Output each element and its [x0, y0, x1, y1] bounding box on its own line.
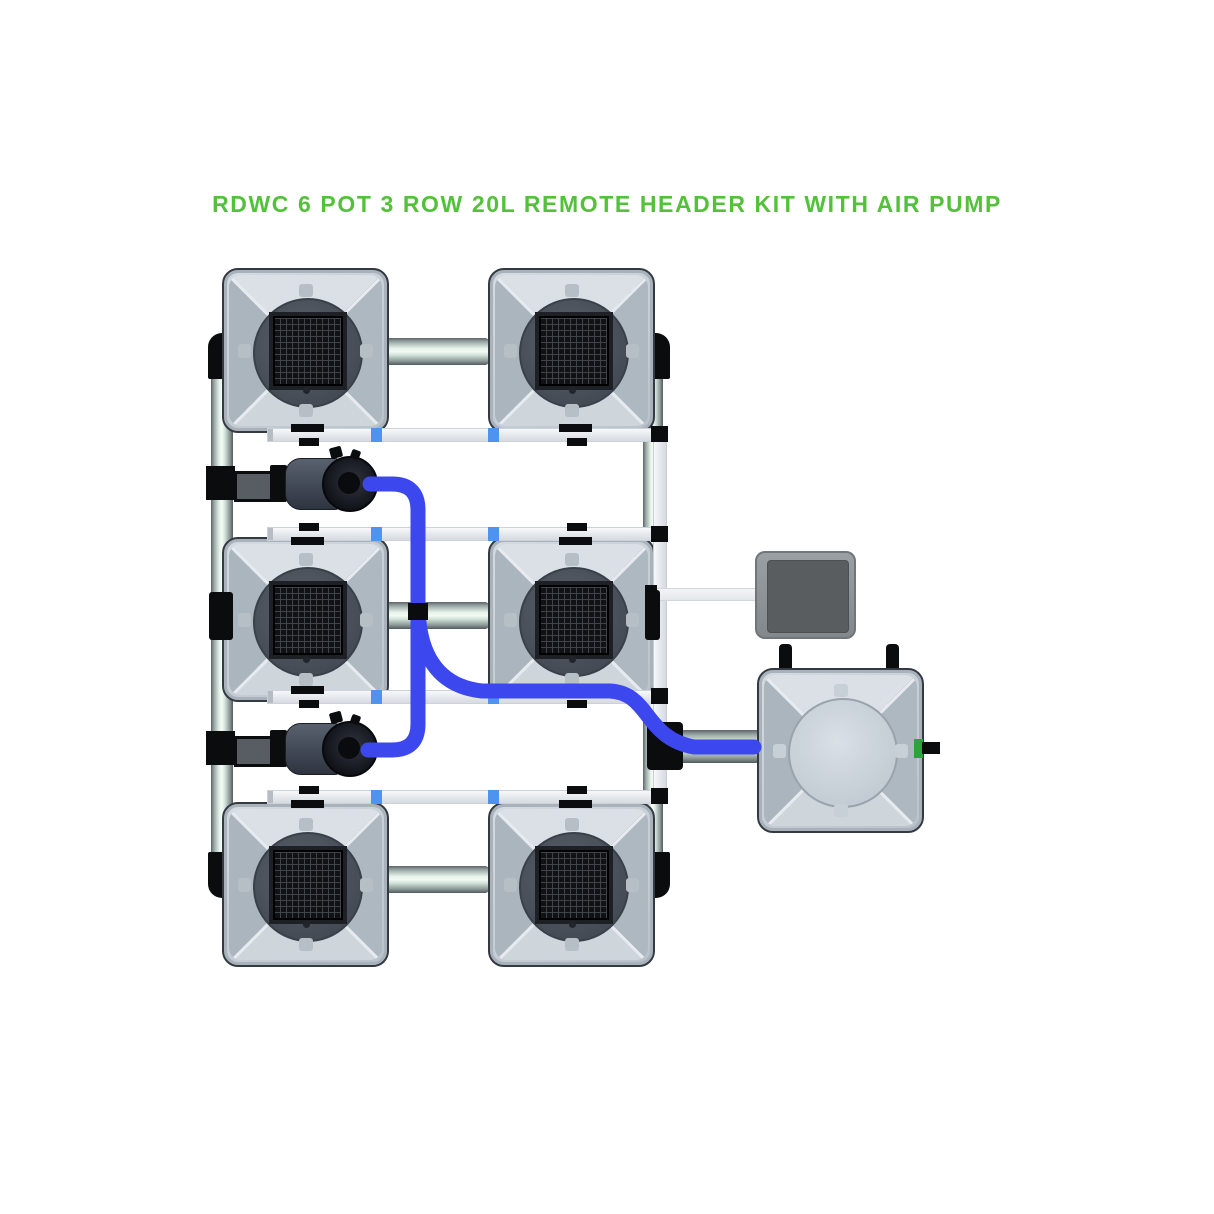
pipe-clip: [291, 686, 324, 694]
lid-tab: [238, 343, 251, 358]
lid-tab: [504, 343, 517, 358]
pump1-rail-tee-fitting: [206, 466, 235, 500]
drain-valve-spigot: [922, 742, 940, 754]
remote-header-tank: [757, 668, 924, 833]
lid-tab: [298, 818, 313, 831]
lid-tab: [626, 343, 639, 358]
lid-tab: [238, 877, 251, 892]
lid-tab: [564, 284, 579, 297]
pipe-clip: [291, 800, 324, 808]
lid-tab: [833, 804, 848, 817]
pipe-clip: [567, 700, 587, 708]
pipe-union-band: [371, 690, 382, 704]
grow-pot-2: [488, 268, 655, 433]
row2-pot-link-pipe: [383, 602, 489, 629]
mesh-basket: [272, 315, 343, 386]
mesh-basket: [538, 315, 609, 386]
lid-tab: [504, 877, 517, 892]
header-tank-port-post: [779, 644, 792, 670]
grow-pot-6: [488, 802, 655, 967]
lid-tab: [895, 743, 908, 758]
pipe-union-band: [488, 790, 499, 804]
diagram-title: RDWC 6 POT 3 ROW 20L REMOTE HEADER KIT W…: [212, 191, 1002, 217]
lid-tab: [564, 553, 579, 566]
lid-tab: [564, 673, 579, 686]
header-tank-lid: [787, 697, 898, 808]
pump2-rail-tee-fitting: [206, 731, 235, 765]
lid-tab: [564, 938, 579, 951]
pipe-clip: [559, 537, 592, 545]
pipe-clip: [299, 786, 319, 794]
lid-tab: [298, 284, 313, 297]
mesh-basket: [272, 849, 343, 920]
pipe-clip: [299, 700, 319, 708]
row1-pot-link-pipe: [383, 338, 489, 365]
lid-tab: [504, 612, 517, 627]
lid-plug: [302, 655, 310, 663]
lid-tab: [298, 404, 313, 417]
pipe-clip: [567, 523, 587, 531]
mesh-basket: [538, 584, 609, 655]
pipe-clip: [559, 424, 592, 432]
lid-plug: [568, 655, 576, 663]
riser-junction-fitting: [651, 688, 668, 704]
lid-tab: [238, 612, 251, 627]
lid-plug: [568, 920, 576, 928]
grow-pot-4: [488, 537, 655, 702]
air-pump-faceplate: [767, 560, 849, 633]
pipe-clip: [291, 424, 324, 432]
mesh-basket: [272, 584, 343, 655]
lid-tab: [360, 612, 373, 627]
riser-junction-fitting: [651, 426, 668, 442]
tube-cross-clamp: [408, 603, 428, 620]
pipe-clip: [299, 438, 319, 446]
drain-valve-green-fitting: [914, 739, 923, 758]
lid-tab: [626, 612, 639, 627]
pump2-collar-fitting: [270, 730, 287, 767]
pipe-union-band: [488, 527, 499, 541]
pipe-union-band: [371, 790, 382, 804]
lid-tab: [564, 404, 579, 417]
lid-tab: [564, 818, 579, 831]
pipe-clip: [559, 800, 592, 808]
lid-tab: [773, 743, 786, 758]
header-tank-port-post: [886, 644, 899, 670]
air-line-fitting: [645, 585, 657, 604]
riser-junction-fitting: [651, 526, 668, 542]
pipe-clip: [567, 438, 587, 446]
pipe-union-band: [371, 428, 382, 442]
pipe-clip: [567, 786, 587, 794]
lid-tab: [833, 684, 848, 697]
left-row2-connector-fitting: [209, 592, 233, 640]
grow-pot-3: [222, 537, 389, 702]
lid-plug: [568, 386, 576, 394]
pump-tube-to-header: [410, 596, 762, 755]
pipe-clip: [299, 523, 319, 531]
pipe-union-band: [371, 527, 382, 541]
lid-tab: [298, 938, 313, 951]
pipe-union-band: [488, 428, 499, 442]
air-pump: [755, 551, 856, 639]
lid-tab: [626, 877, 639, 892]
lid-tab: [298, 553, 313, 566]
lid-tab: [360, 877, 373, 892]
pump1-collar-fitting: [270, 465, 287, 502]
lid-tab: [360, 343, 373, 358]
row3-pot-link-pipe: [383, 866, 489, 893]
lid-plug: [302, 920, 310, 928]
lid-tab: [298, 673, 313, 686]
riser-junction-fitting: [651, 788, 668, 804]
pipe-clip: [291, 537, 324, 545]
lid-plug: [302, 386, 310, 394]
mesh-basket: [538, 849, 609, 920]
